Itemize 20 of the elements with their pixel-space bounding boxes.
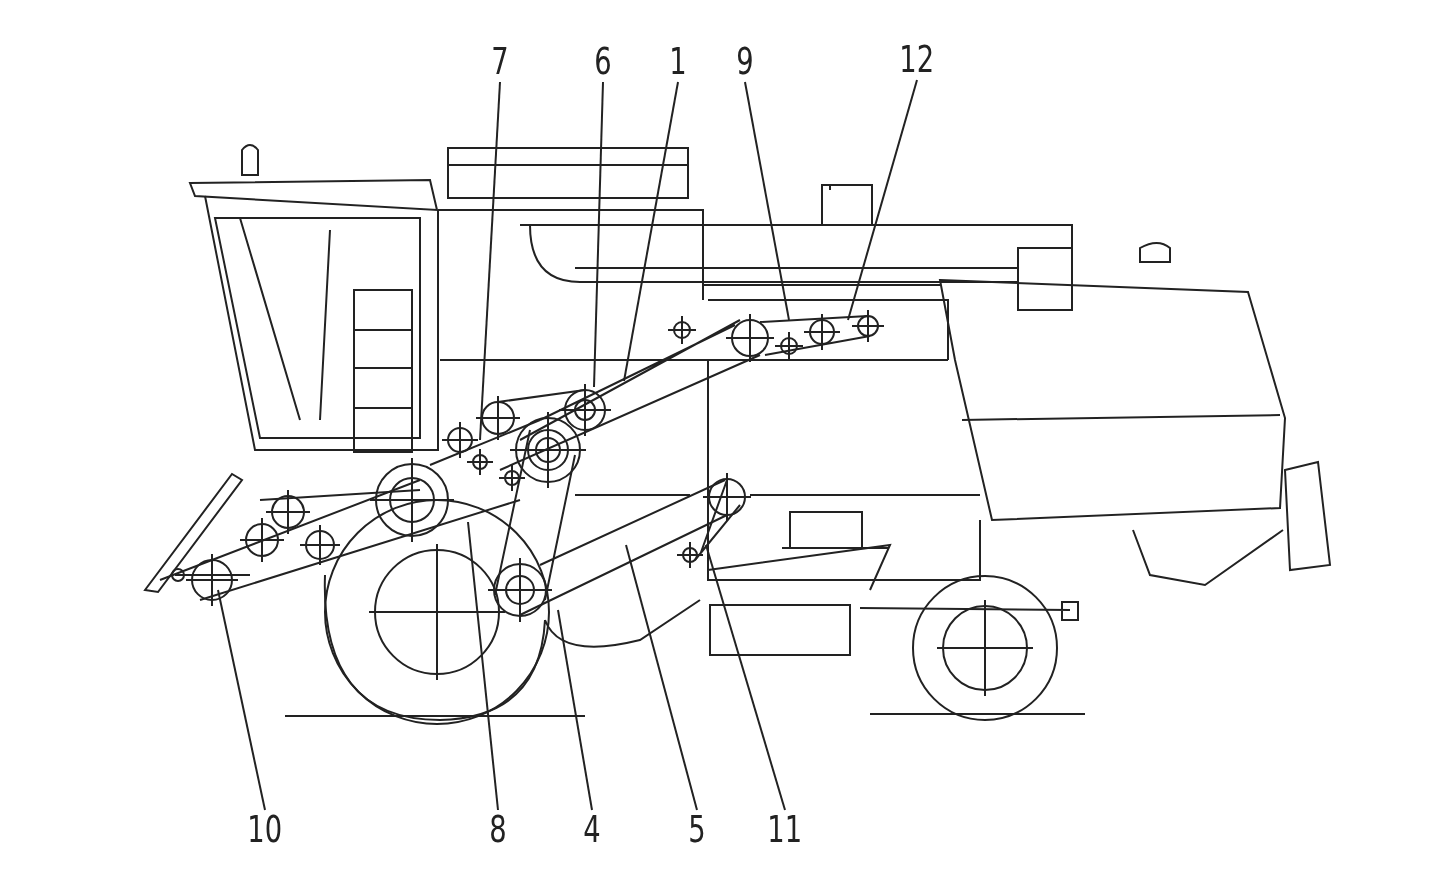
callout-number: 12 bbox=[899, 38, 935, 80]
callout-number: 5 bbox=[688, 808, 706, 850]
callout-number: 10 bbox=[247, 808, 283, 850]
callout-number: 9 bbox=[736, 40, 754, 82]
leader-line bbox=[847, 79, 918, 321]
leader-line bbox=[705, 544, 786, 811]
leader-line bbox=[623, 81, 679, 382]
leader-line bbox=[744, 81, 790, 321]
leader-line bbox=[479, 81, 501, 441]
leader-line bbox=[467, 521, 499, 811]
leader-line bbox=[625, 544, 698, 811]
callout-number: 6 bbox=[594, 40, 612, 82]
callout-number: 4 bbox=[583, 808, 601, 850]
callout-number: 1 bbox=[669, 40, 687, 82]
leader-line bbox=[557, 609, 593, 811]
callout-number: 8 bbox=[489, 808, 507, 850]
callout-number: 7 bbox=[491, 40, 509, 82]
leader-line bbox=[217, 589, 266, 811]
callout-number: 11 bbox=[767, 808, 803, 850]
leader-line bbox=[593, 81, 604, 388]
